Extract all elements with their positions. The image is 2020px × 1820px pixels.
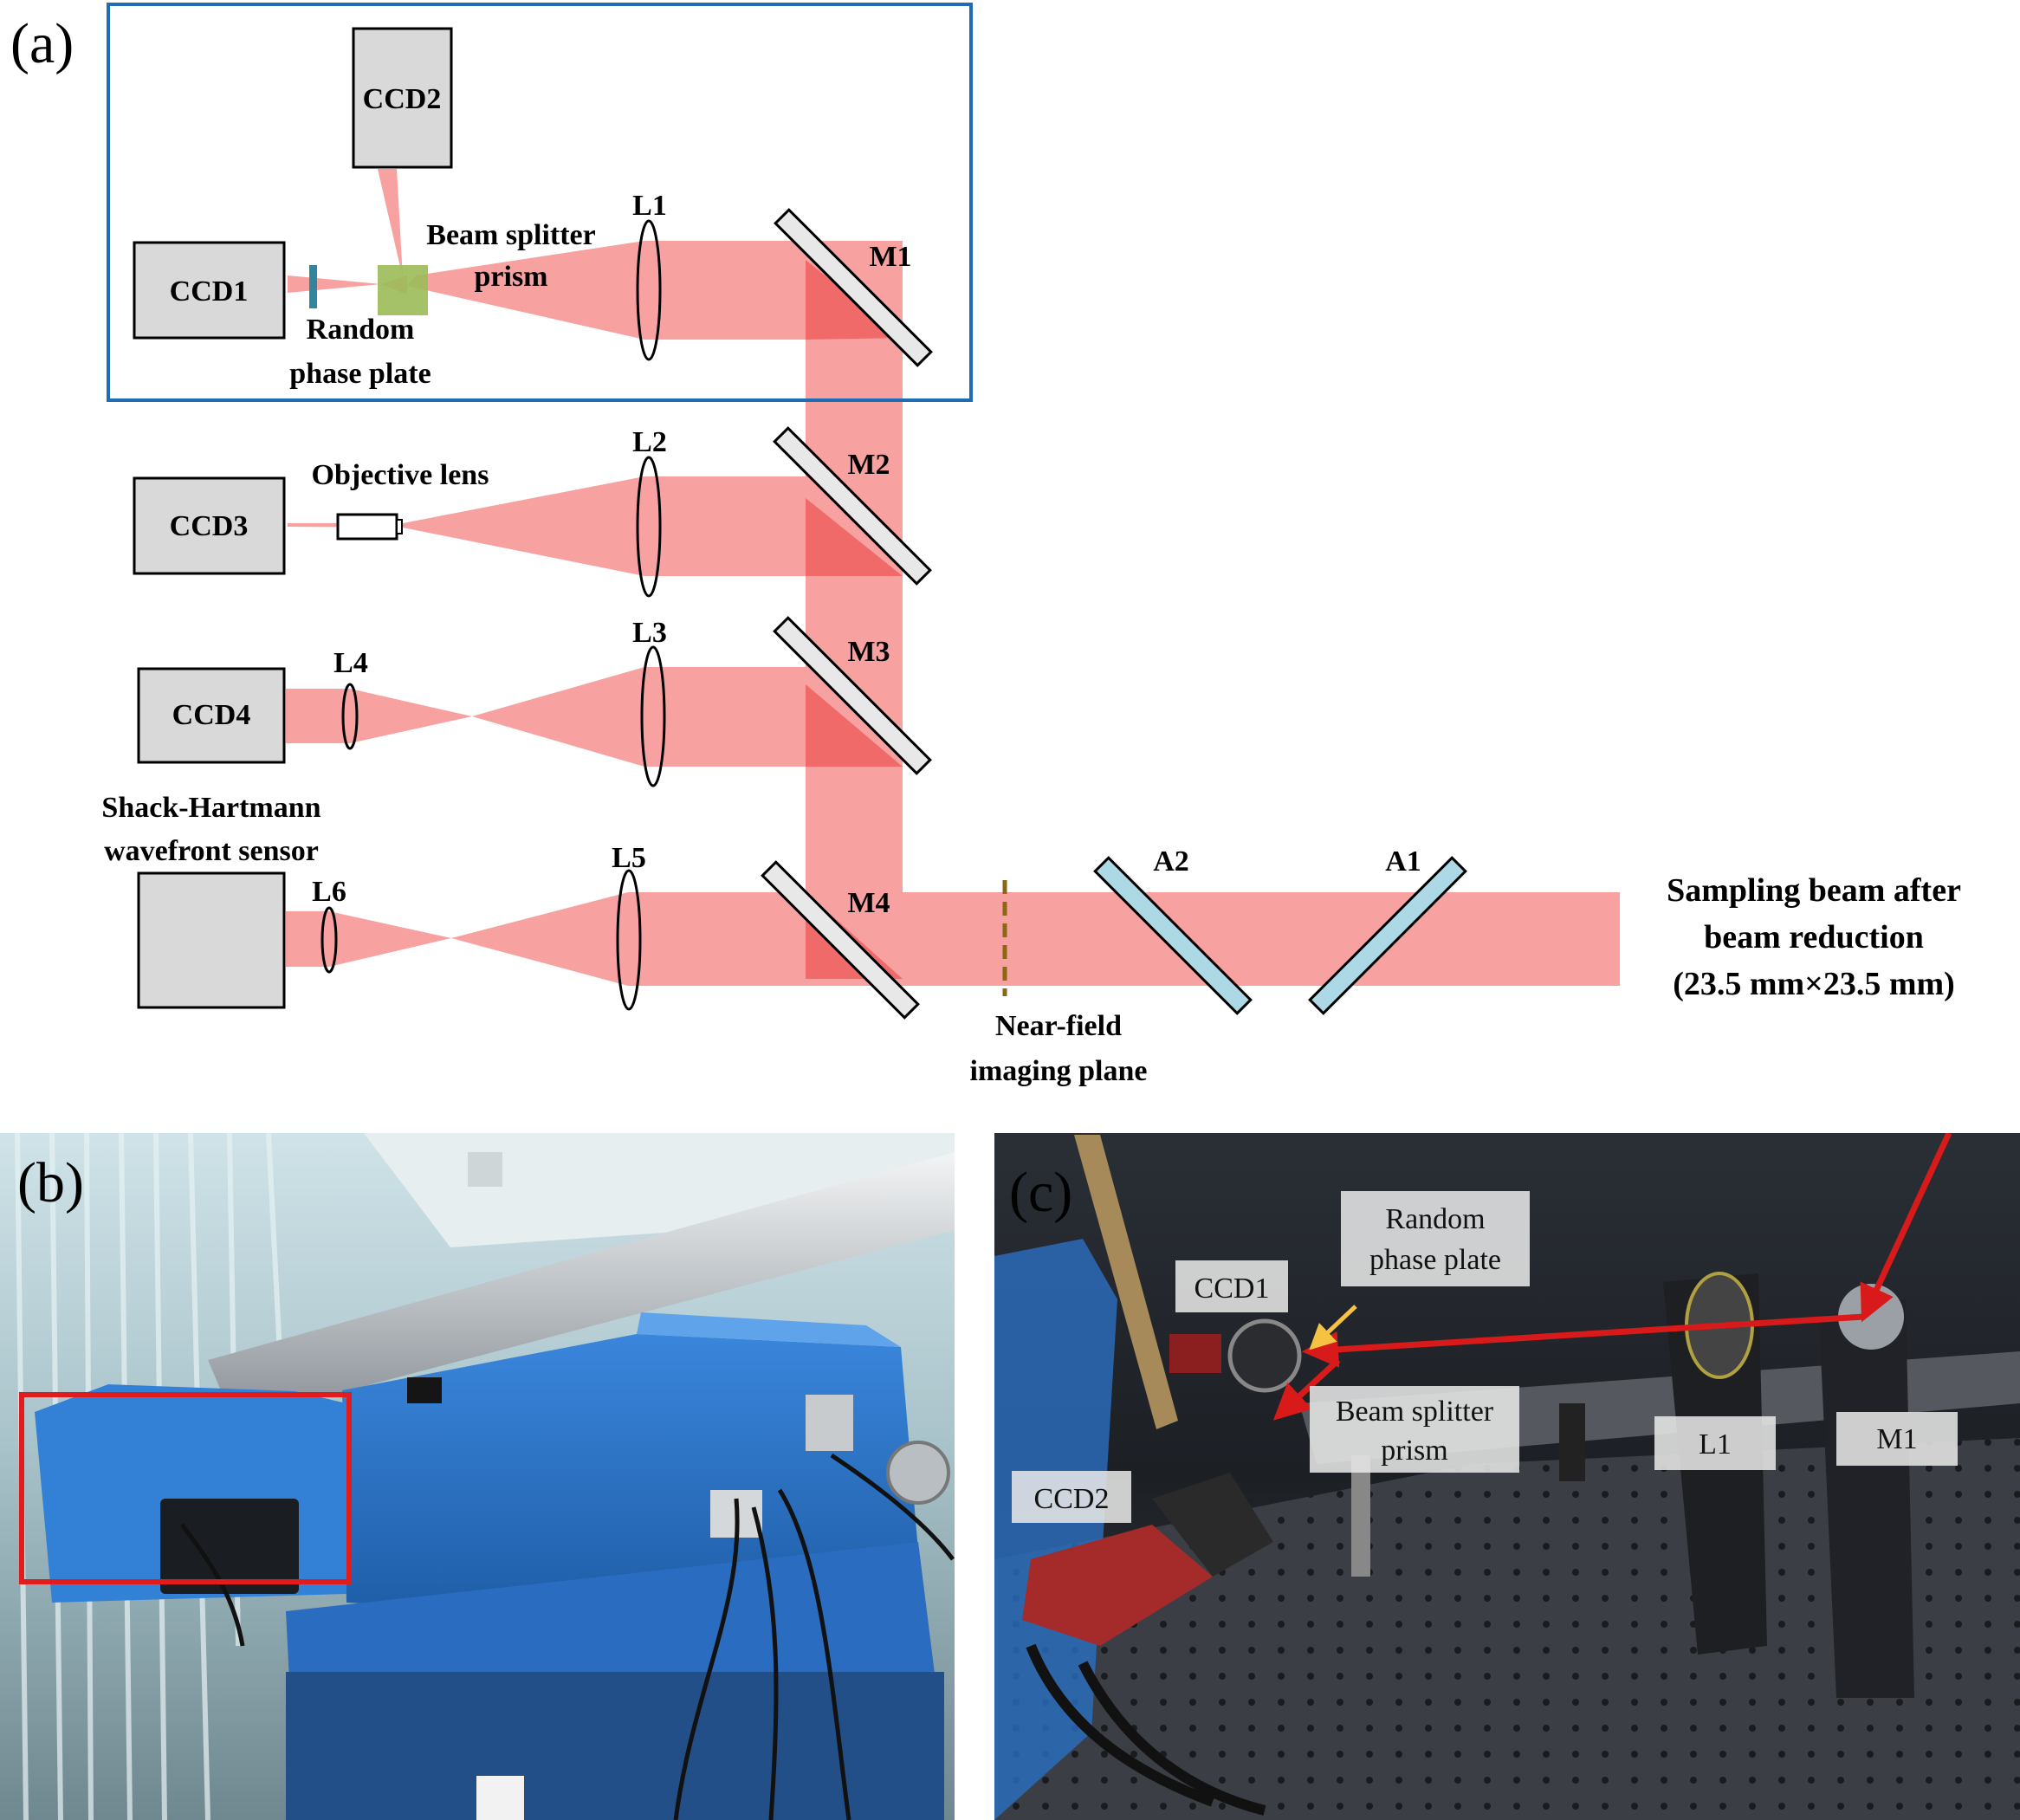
label-m4: M4 xyxy=(847,887,890,919)
beam-row3-collimated xyxy=(644,667,806,767)
panel-c: Random phase plate CCD1 Beam splitter pr… xyxy=(994,1133,2020,1820)
label-c-ccd2: CCD2 xyxy=(1034,1483,1110,1515)
beam-arrows xyxy=(1272,1133,1952,1421)
beam-row4-converge xyxy=(451,892,628,986)
beam-row3-diverge xyxy=(350,689,472,743)
label-near-field-1: Near-field xyxy=(995,1010,1122,1042)
label-objective-lens: Objective lens xyxy=(312,459,489,491)
label-random-phase-1: Random xyxy=(307,314,415,346)
label-l6: L6 xyxy=(312,876,346,908)
ccd1-box xyxy=(133,241,286,340)
objective-lens xyxy=(336,513,398,541)
mirror-m3 xyxy=(773,616,932,775)
ccd4-box xyxy=(137,667,286,764)
panel-a-label: (a) xyxy=(10,12,74,75)
beam-paths xyxy=(286,169,1620,986)
label-beam-splitter-1: Beam splitter xyxy=(426,219,595,251)
label-sampling-1: Sampling beam after xyxy=(1667,872,1961,909)
lens-l1 xyxy=(636,219,662,361)
ccd2-box xyxy=(352,27,453,169)
label-l5: L5 xyxy=(612,842,646,874)
shack-hartmann-box xyxy=(137,871,286,1009)
label-sampling-3: (23.5 mm×23.5 mm) xyxy=(1673,966,1955,1002)
label-a2: A2 xyxy=(1153,845,1189,878)
label-l1: L1 xyxy=(632,190,667,222)
beam-row1-converge xyxy=(407,241,644,340)
overlap-m2 xyxy=(806,498,903,576)
aperture-a1 xyxy=(1308,856,1467,1015)
pointer-arrow xyxy=(1309,1305,1357,1350)
beam-row1-to-ccd1 xyxy=(288,275,381,293)
label-m2: M2 xyxy=(847,449,890,481)
ccd3-label: CCD3 xyxy=(170,510,249,542)
lens-l2 xyxy=(636,456,662,598)
mirror-m2 xyxy=(773,426,932,586)
beam-to-ccd2 xyxy=(378,169,403,278)
ccd3-box xyxy=(133,476,286,575)
highlight-box xyxy=(19,1392,352,1584)
label-l3: L3 xyxy=(632,617,667,649)
overlap-m3 xyxy=(806,684,903,767)
lens-l6 xyxy=(320,906,338,974)
ccd2-camera xyxy=(1022,1525,1213,1646)
vertical-beam xyxy=(806,241,903,983)
beam-row2-collimated xyxy=(644,476,806,576)
label-l2: L2 xyxy=(632,426,667,458)
blue-enclosure xyxy=(342,1334,918,1611)
cables xyxy=(179,1453,955,1820)
beam-row2-converge xyxy=(403,476,644,576)
aperture-a2 xyxy=(1093,856,1253,1015)
ccd4-label: CCD4 xyxy=(172,699,251,731)
label-c-m1: M1 xyxy=(1876,1423,1917,1455)
label-c-beam-splitter-1: Beam splitter xyxy=(1336,1396,1494,1428)
label-sampling-2: beam reduction xyxy=(1704,919,1924,955)
ccd1-ccd2-frame xyxy=(107,3,973,402)
beam-row4-to-sensor xyxy=(286,911,329,967)
vacuum-pipe xyxy=(208,1152,955,1421)
mirror-m1 xyxy=(774,208,933,367)
label-c-random-2: phase plate xyxy=(1369,1244,1501,1276)
label-a1: A1 xyxy=(1385,845,1421,878)
lens-l4 xyxy=(341,683,359,750)
m1-mount xyxy=(1819,1299,1914,1698)
beam-row3-to-ccd4 xyxy=(286,689,350,743)
label-shack-hartmann-1: Shack-Hartmann xyxy=(101,792,320,824)
beam-row4-diverge xyxy=(329,911,451,967)
panel-b: (b) xyxy=(0,1133,955,1820)
label-c-l1: L1 xyxy=(1699,1428,1732,1461)
label-beam-splitter-2: prism xyxy=(475,261,548,293)
ccd1-label: CCD1 xyxy=(170,275,249,308)
lens-l3 xyxy=(640,645,666,787)
label-shack-hartmann-2: wavefront sensor xyxy=(104,835,319,867)
lens-l5 xyxy=(616,869,642,1011)
panel-a: (a) xyxy=(10,3,1961,1087)
panel-c-label: (c) xyxy=(1009,1161,1072,1224)
label-l4: L4 xyxy=(333,647,368,679)
panel-b-label: (b) xyxy=(17,1151,84,1214)
beam-splitter-prism xyxy=(378,265,428,315)
label-m1: M1 xyxy=(869,241,911,273)
random-phase-plate xyxy=(309,265,317,308)
label-near-field-2: imaging plane xyxy=(970,1055,1148,1087)
label-m3: M3 xyxy=(847,636,890,668)
label-c-ccd1: CCD1 xyxy=(1195,1273,1270,1305)
label-c-beam-splitter-2: prism xyxy=(1381,1435,1447,1467)
beam-row3-converge xyxy=(472,667,644,767)
label-c-random-1: Random xyxy=(1385,1203,1485,1235)
ccd1-camera xyxy=(1169,1334,1221,1373)
label-random-phase-2: phase plate xyxy=(289,358,431,390)
beam-row1-collimated xyxy=(644,241,806,340)
beam-row4-collimated xyxy=(628,892,806,986)
overlap-m4 xyxy=(806,892,903,979)
enclosure-panel xyxy=(160,1499,299,1594)
ccd2-label: CCD2 xyxy=(363,83,442,115)
mirror-m4 xyxy=(761,860,920,1020)
